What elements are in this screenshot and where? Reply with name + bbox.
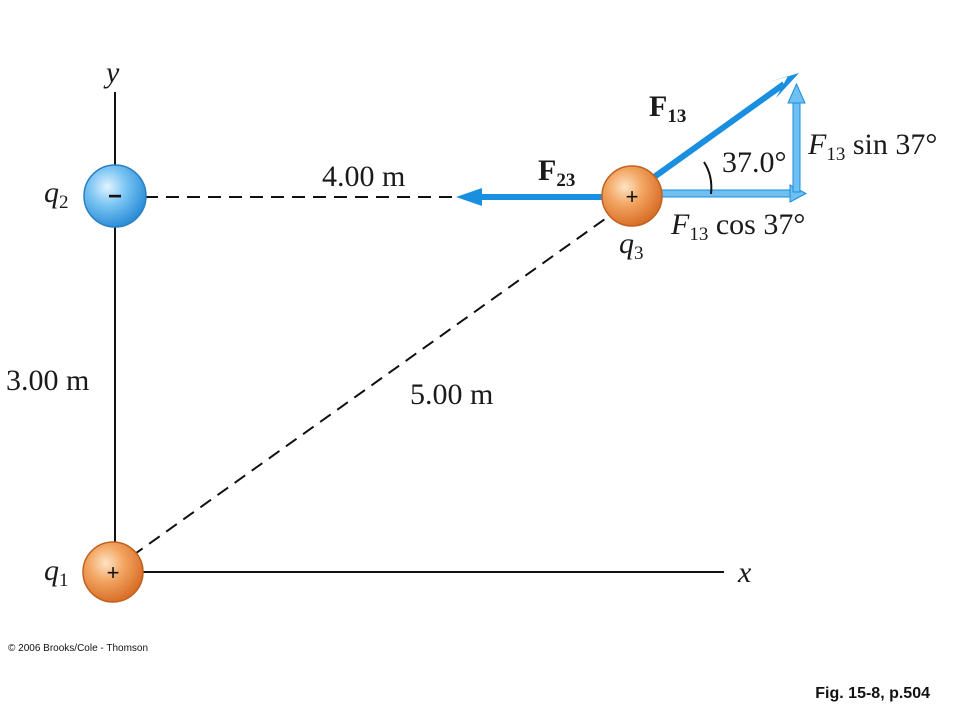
f13-x-component-arrow bbox=[659, 184, 808, 203]
distance-label-q1-q3: 5.00 m bbox=[410, 378, 493, 411]
charge-q2-label: q2 bbox=[44, 176, 69, 213]
charge-q1-label: q1 bbox=[44, 554, 69, 591]
charge-q2-sign: − bbox=[108, 183, 122, 210]
distance-line-q1-q3 bbox=[131, 213, 613, 557]
f13-y-component-arrow bbox=[787, 82, 806, 193]
copyright-credit: © 2006 Brooks/Cole - Thomson bbox=[8, 643, 149, 654]
f23-force-arrow bbox=[456, 188, 606, 206]
charge-q2: − bbox=[83, 164, 147, 228]
f13-label: F13 bbox=[649, 90, 686, 127]
charge-q3-sign: + bbox=[626, 184, 639, 209]
charge-q3-label: q3 bbox=[619, 227, 644, 264]
angle-label: 37.0° bbox=[722, 146, 787, 179]
charge-q3: + bbox=[601, 165, 663, 227]
distance-label-q1-q2: 3.00 m bbox=[6, 364, 89, 397]
f23-label: F23 bbox=[538, 154, 575, 191]
charge-q1: + bbox=[82, 541, 144, 603]
f13-x-component-label: F13 cos 37° bbox=[670, 208, 805, 245]
y-axis-label: y bbox=[103, 56, 120, 89]
angle-arc bbox=[703, 161, 713, 195]
figure-reference: Fig. 15-8, p.504 bbox=[815, 685, 930, 702]
x-axis-label: x bbox=[737, 556, 752, 589]
charge-q1-sign: + bbox=[107, 560, 120, 585]
distance-label-q2-q3: 4.00 m bbox=[322, 160, 405, 193]
f13-force-arrow bbox=[648, 73, 799, 183]
f13-y-component-label: F13 sin 37° bbox=[807, 128, 937, 165]
